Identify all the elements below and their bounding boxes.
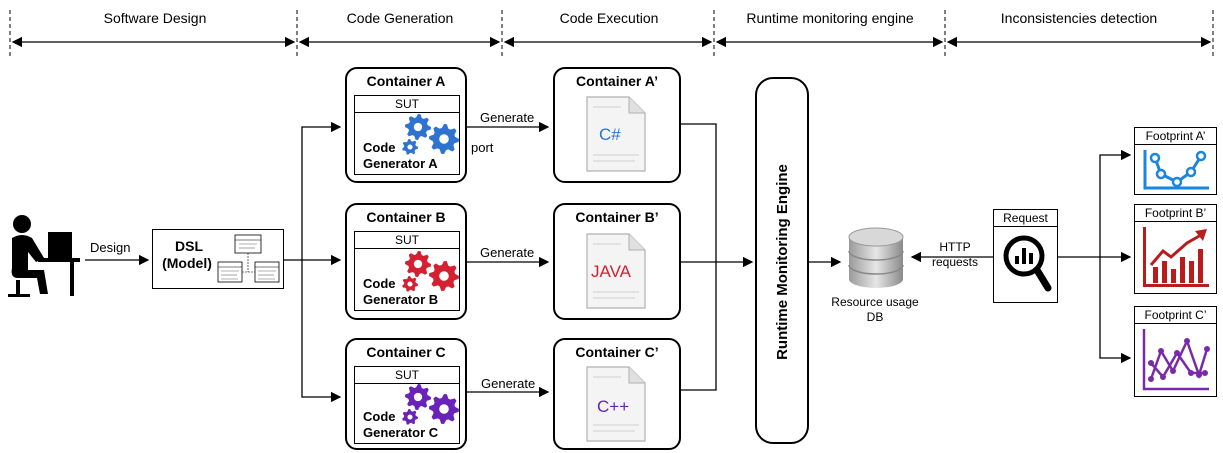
document-icon: C++ bbox=[585, 365, 647, 443]
container-title: Container A’ bbox=[576, 73, 658, 89]
phase-label-inconsistencies: Inconsistencies detection bbox=[1000, 10, 1158, 26]
phase-dividers bbox=[9, 10, 1214, 58]
gear-icon bbox=[405, 251, 431, 277]
footprint-c-box: Footprint C’ bbox=[1134, 306, 1217, 397]
container-title: Container A bbox=[366, 73, 446, 89]
runtime-engine-box: Runtime Monitoring Engine bbox=[755, 77, 809, 444]
sut-label: SUT bbox=[355, 232, 459, 249]
line-graph-icon bbox=[1143, 150, 1209, 190]
dsl-model-box: DSL (Model) bbox=[152, 229, 284, 289]
footprint-label: Footprint A’ bbox=[1135, 128, 1216, 145]
codegen-line1: Code bbox=[363, 276, 396, 291]
generate-label-c: Generate bbox=[481, 376, 536, 391]
bar-growth-icon bbox=[1143, 227, 1209, 287]
footprint-label: Footprint C’ bbox=[1135, 307, 1216, 324]
container-title: Container C’ bbox=[575, 344, 659, 360]
phase-label-code-generation: Code Generation bbox=[346, 10, 454, 26]
analytics-magnifier-icon bbox=[1003, 235, 1052, 292]
developer-icon bbox=[8, 215, 80, 297]
gear-icon bbox=[429, 124, 459, 154]
sut-box: SUT Code Generator C bbox=[354, 366, 460, 444]
codegen-line1: Code bbox=[363, 409, 396, 424]
codegen-line2: Generator A bbox=[363, 156, 438, 171]
language-label: JAVA bbox=[591, 262, 631, 281]
uml-diagram-icon bbox=[217, 234, 280, 283]
gears-icon bbox=[402, 114, 459, 155]
dsl-subtitle: (Model) bbox=[162, 255, 212, 271]
multi-line-graph-icon bbox=[1142, 329, 1210, 391]
generate-label-b: Generate bbox=[480, 245, 535, 260]
db-label-line2: DB bbox=[866, 310, 884, 324]
codegen-line2: Generator B bbox=[363, 292, 439, 307]
flow-arrows bbox=[85, 121, 1132, 403]
generate-label-a: Generate bbox=[480, 110, 535, 125]
gear-icon bbox=[405, 384, 431, 410]
container-c: Container C SUT Code Generator C bbox=[345, 338, 467, 450]
container-title: Container B bbox=[366, 209, 446, 225]
document-icon: JAVA bbox=[585, 232, 647, 310]
gear-icon bbox=[402, 139, 418, 155]
phase-label-code-execution: Code Execution bbox=[559, 10, 659, 26]
phase-label-runtime-monitoring: Runtime monitoring engine bbox=[746, 10, 914, 26]
db-label-line1: Resource usage bbox=[831, 295, 919, 309]
http-label-line2: requests bbox=[931, 255, 979, 269]
gear-icon bbox=[402, 276, 418, 292]
codegen-line2: Generator C bbox=[363, 425, 439, 440]
document-icon: C# bbox=[585, 95, 647, 173]
request-label: Request bbox=[994, 210, 1057, 227]
sut-label: SUT bbox=[355, 96, 459, 113]
sut-label: SUT bbox=[355, 367, 459, 384]
footprint-b-box: Footprint B’ bbox=[1134, 204, 1217, 294]
request-box: Request bbox=[993, 209, 1058, 303]
gear-icon bbox=[429, 261, 459, 291]
http-label-line1: HTTP bbox=[939, 240, 971, 254]
container-title: Container C bbox=[366, 344, 446, 360]
gear-icon bbox=[405, 114, 431, 140]
language-label: C# bbox=[599, 125, 621, 144]
container-title: Container B’ bbox=[575, 209, 659, 225]
design-label: Design bbox=[90, 240, 131, 255]
phase-label-software-design: Software Design bbox=[103, 10, 207, 26]
footprint-a-box: Footprint A’ bbox=[1134, 127, 1217, 195]
gear-icon bbox=[429, 394, 459, 424]
footprint-label: Footprint B’ bbox=[1135, 205, 1216, 222]
language-label: C++ bbox=[597, 397, 630, 416]
gears-icon bbox=[402, 251, 459, 292]
codegen-line1: Code bbox=[363, 140, 396, 155]
gears-icon bbox=[402, 384, 459, 425]
dsl-title: DSL bbox=[175, 238, 203, 254]
database-icon bbox=[848, 227, 904, 288]
port-label: port bbox=[471, 140, 494, 155]
gear-icon bbox=[402, 409, 418, 425]
runtime-engine-label: Runtime Monitoring Engine bbox=[774, 164, 791, 360]
